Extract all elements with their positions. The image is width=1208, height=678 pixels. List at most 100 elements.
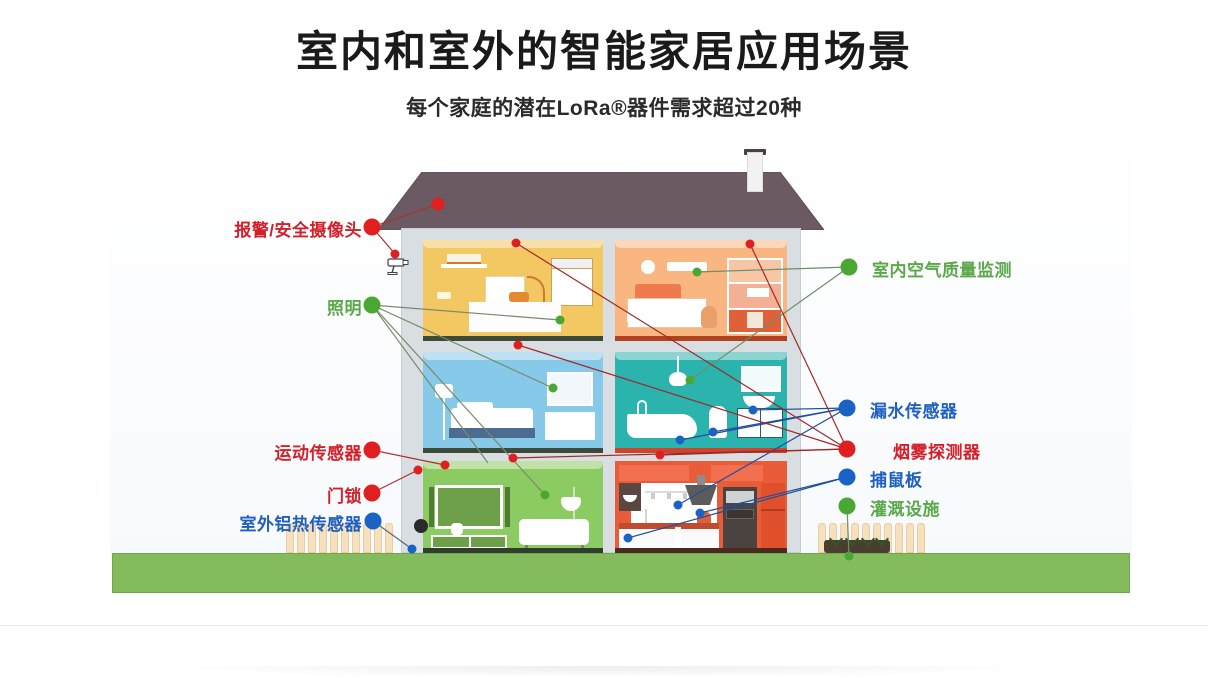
fence-picket xyxy=(286,523,294,553)
desk-lamp xyxy=(527,276,545,302)
floor-slab-bath xyxy=(615,448,787,453)
endpoint-dot-air-bath[interactable] xyxy=(685,375,695,385)
marker-lighting[interactable] xyxy=(363,296,381,314)
fence-picket xyxy=(308,523,316,553)
lawn-strip xyxy=(112,553,1130,593)
speaker-right xyxy=(505,487,510,527)
marker-motion-sensor[interactable] xyxy=(363,441,381,459)
label-indoor-air-quality: 室内空气质量监测 xyxy=(872,261,1012,280)
endpoint-dot-motion-living[interactable] xyxy=(440,460,450,470)
room-kids-bedroom xyxy=(615,240,787,336)
house-roof xyxy=(378,172,824,230)
mirror xyxy=(741,366,781,392)
floor-slab-master xyxy=(423,448,603,453)
desk xyxy=(469,302,561,332)
endpoint-dot-air-bedroom[interactable] xyxy=(692,267,702,277)
label-smoke-detector: 烟雾探测器 xyxy=(893,443,981,462)
label-alarm-security-camera: 报警/安全摄像头 xyxy=(234,221,362,240)
marker-door-lock[interactable] xyxy=(363,484,381,502)
endpoint-dot-rodent-floor[interactable] xyxy=(695,508,705,518)
endpoint-dot-smoke-kitchen[interactable] xyxy=(655,450,665,460)
floor-lamp-pole xyxy=(443,396,445,440)
footer-divider xyxy=(0,625,1208,626)
refrigerator xyxy=(761,483,785,551)
marker-rodent-trap[interactable] xyxy=(838,468,856,486)
window xyxy=(551,258,593,306)
endpoint-dot-leak-kitchen[interactable] xyxy=(673,500,683,510)
endpoint-dot-leak-tub[interactable] xyxy=(675,435,685,445)
endpoint-dot-light-living[interactable] xyxy=(540,490,550,500)
console-divider xyxy=(469,535,471,549)
oven-window-top xyxy=(726,491,754,503)
teddy-bear xyxy=(701,306,717,328)
chimney xyxy=(747,152,763,192)
marker-outdoor-thermal-sensor[interactable] xyxy=(364,512,382,530)
bed-base xyxy=(449,428,535,438)
endpoint-dot-smoke-living[interactable] xyxy=(508,453,518,463)
label-outdoor-thermal-sensor: 室外铝热传感器 xyxy=(239,515,362,534)
marker-irrigation-system[interactable] xyxy=(838,497,856,515)
label-motion-sensor: 运动传感器 xyxy=(274,444,362,463)
pendant-lamp xyxy=(669,372,687,386)
endpoint-dot-doorlock[interactable] xyxy=(413,465,423,475)
endpoint-dot-rodent-kitchen[interactable] xyxy=(623,533,633,543)
endpoint-dot-leak-vanity[interactable] xyxy=(748,405,758,415)
page-subtitle: 每个家庭的潜在LoRa®器件需求超过20种 xyxy=(406,97,802,120)
shelf-tv xyxy=(747,288,769,297)
marker-water-leak-sensor[interactable] xyxy=(838,399,856,417)
room-master-bedroom xyxy=(423,352,603,448)
ceiling-band xyxy=(423,352,603,360)
wall-clock xyxy=(641,260,655,274)
upper-cabinet-right xyxy=(711,465,763,481)
ceiling-band xyxy=(615,240,787,248)
label-door-lock: 门锁 xyxy=(327,487,362,506)
endpoint-dot-leak-toilet[interactable] xyxy=(708,427,718,437)
endpoint-dot-light-study[interactable] xyxy=(555,315,565,325)
satellite-dish-icon xyxy=(414,519,428,533)
endpoint-dot-roof-camera[interactable] xyxy=(431,197,445,211)
floor-slab-living xyxy=(423,548,603,553)
endpoint-dot-light-master[interactable] xyxy=(548,383,558,393)
shelf-row-top xyxy=(729,260,781,282)
room-living-room xyxy=(423,461,603,553)
endpoint-dot-smoke-bedroom[interactable] xyxy=(745,239,755,249)
room-bathroom xyxy=(615,352,787,448)
room-kitchen xyxy=(615,461,787,553)
books xyxy=(447,254,481,264)
marker-smoke-detector[interactable] xyxy=(838,440,856,458)
marker-alarm-security-camera[interactable] xyxy=(363,218,381,236)
pendant-light-1 xyxy=(651,493,655,499)
fence-picket xyxy=(385,523,393,553)
fence-picket xyxy=(341,523,349,553)
upper-cabinet-left xyxy=(619,465,689,481)
fence-picket xyxy=(330,523,338,553)
bed-sheet xyxy=(627,312,707,322)
refrigerator-seam xyxy=(761,509,785,511)
endpoint-dot-irrigation[interactable] xyxy=(844,551,854,561)
desk-box xyxy=(509,292,529,302)
fence-picket xyxy=(319,523,327,553)
endpoint-dot-smoke-master[interactable] xyxy=(513,340,523,350)
endpoint-dot-smoke-study[interactable] xyxy=(511,238,521,248)
endpoint-dot-wall-camera[interactable] xyxy=(390,249,400,259)
television xyxy=(435,485,503,529)
page-title: 室内和室外的智能家居应用场景 xyxy=(295,28,912,75)
floor-slab-kitchen xyxy=(615,548,787,553)
garden-bed xyxy=(824,540,890,553)
security-camera-icon xyxy=(386,255,412,275)
speaker-left xyxy=(429,487,434,527)
label-water-leak-sensor: 漏水传感器 xyxy=(870,402,958,421)
marker-indoor-air-quality[interactable] xyxy=(840,258,858,276)
dresser xyxy=(545,412,595,440)
floor-lamp-shade xyxy=(435,384,453,398)
pendant-light-2 xyxy=(667,493,671,499)
fence-picket xyxy=(906,523,914,553)
oven-window-bottom xyxy=(726,509,754,519)
kitchen-faucet xyxy=(645,509,647,523)
fence-picket xyxy=(917,523,925,553)
sofa xyxy=(519,519,589,545)
fence-picket xyxy=(352,523,360,553)
endpoint-dot-outdoor-thermal[interactable] xyxy=(407,544,417,554)
footer-shadow xyxy=(150,666,1050,678)
